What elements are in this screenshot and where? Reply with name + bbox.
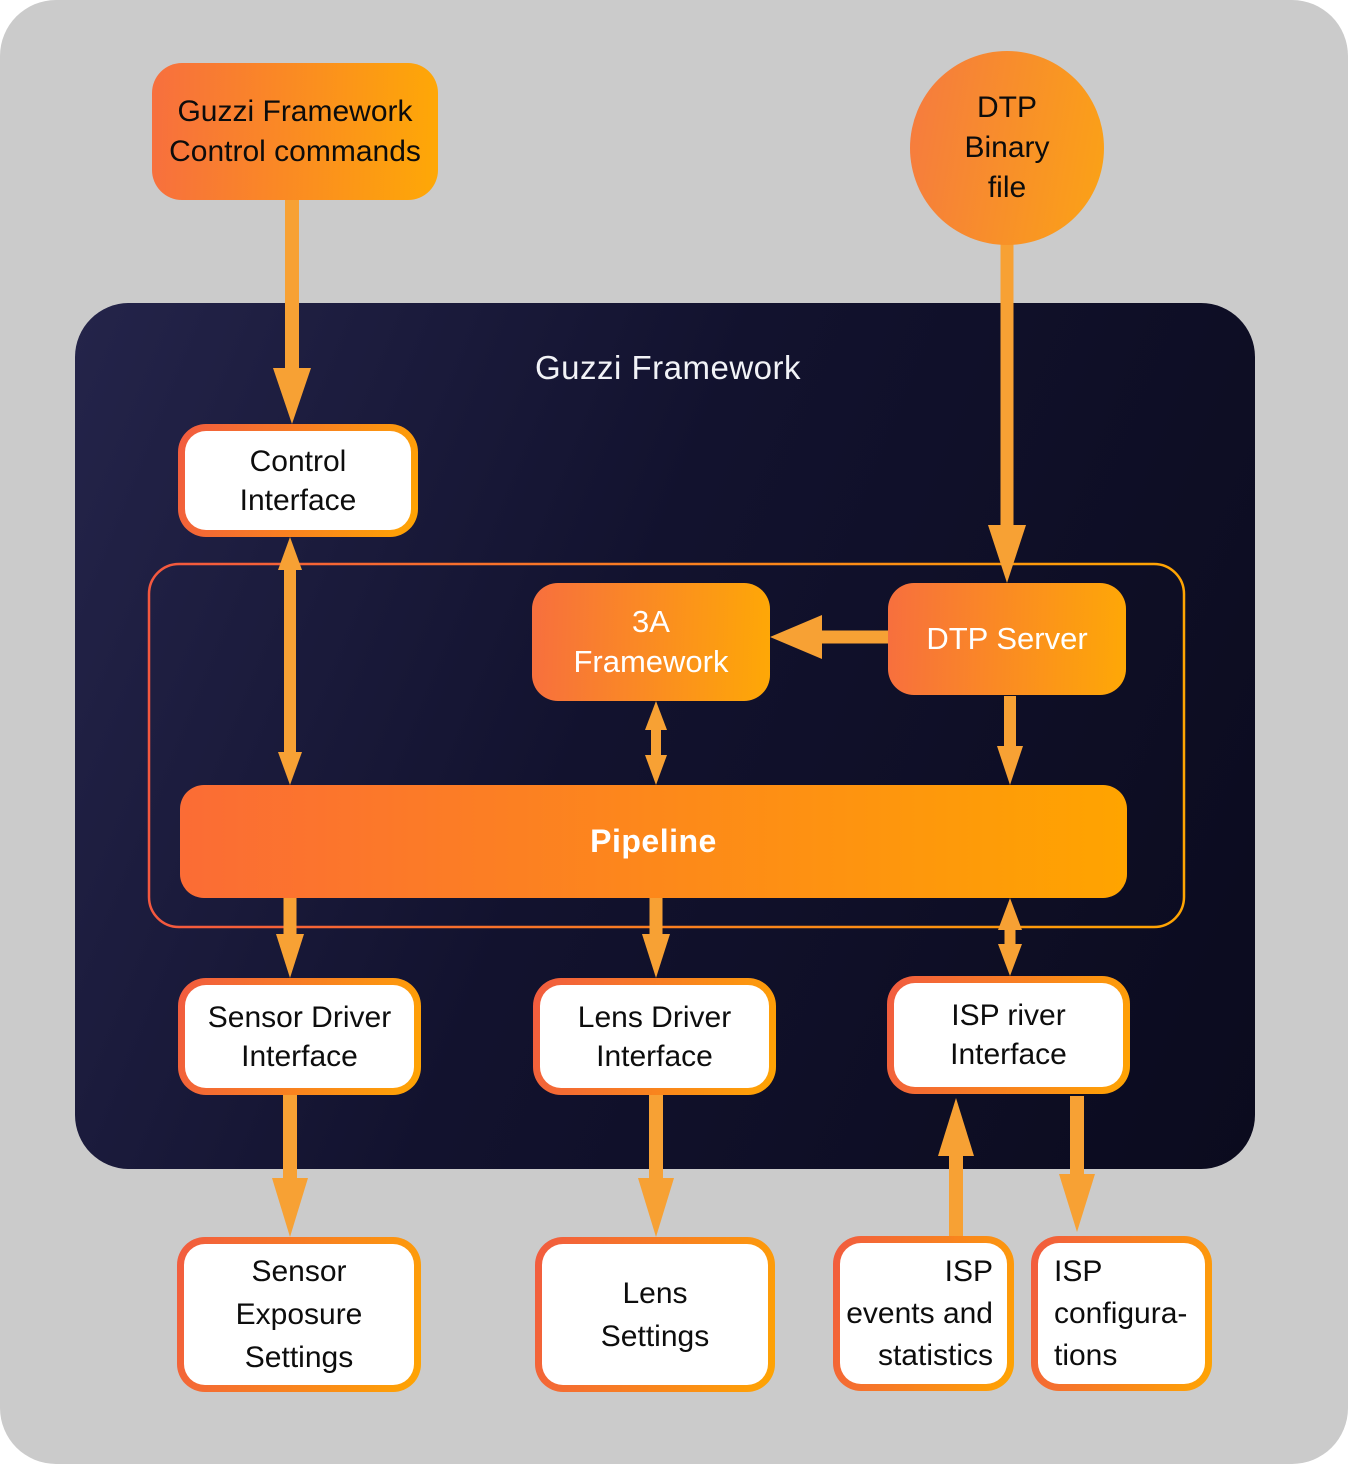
node-label-line: file	[987, 171, 1027, 204]
node-dtp-server: DTP Server	[888, 583, 1126, 695]
node-label-line: Interface	[950, 1038, 1067, 1071]
node-lens-settings: Lens Settings	[535, 1237, 775, 1392]
node-label-line: ISP	[944, 1254, 993, 1288]
framework-panel-title: Guzzi Framework	[534, 349, 802, 386]
node-label-line: Interface	[239, 483, 357, 517]
node-label-line: Settings	[244, 1341, 354, 1374]
node-label-line: Lens Driver	[577, 1000, 732, 1034]
node-label-line: ISP	[1054, 1254, 1103, 1288]
node-guzzi-control-commands: Guzzi Framework Control commands	[152, 63, 438, 200]
node-3a-framework: 3A Framework	[532, 583, 770, 701]
node-label-line: Framework	[573, 644, 729, 679]
node-label-line: Settings	[600, 1319, 710, 1353]
node-sensor-driver-interface: Sensor Driver Interface	[178, 978, 421, 1095]
node-label-line: tions	[1054, 1338, 1118, 1372]
node-sensor-exposure-settings: Sensor Exposure Settings	[177, 1237, 421, 1392]
node-label-line: Control	[249, 444, 347, 478]
node-pipeline: Pipeline	[180, 785, 1127, 898]
node-label-line: Interface	[241, 1039, 358, 1073]
node-label-line: events and	[846, 1296, 993, 1330]
node-label-line: configura-	[1054, 1296, 1188, 1330]
node-label-line: Pipeline	[590, 823, 717, 859]
node-label-line: DTP Server	[926, 621, 1088, 656]
node-label-line: statistics	[877, 1338, 993, 1372]
node-dtp-binary-file: DTP Binary file	[910, 51, 1104, 245]
node-label-line: DTP	[977, 91, 1037, 124]
node-label-line: Sensor Driver	[207, 1000, 392, 1034]
node-isp-configurations: ISP configura- tions	[1031, 1236, 1212, 1391]
node-label-line: Interface	[596, 1039, 713, 1073]
node-label-line: Sensor	[251, 1255, 347, 1288]
node-lens-driver-interface: Lens Driver Interface	[533, 978, 776, 1095]
node-isp-river-interface: ISP river Interface	[887, 976, 1130, 1094]
node-control-interface: Control Interface	[178, 424, 418, 537]
node-label-line: 3A	[632, 604, 670, 639]
node-label-line: Lens	[622, 1276, 688, 1310]
node-label-line: Binary	[964, 131, 1050, 164]
node-label-line: ISP river	[951, 999, 1066, 1032]
node-label-line: Guzzi Framework	[177, 94, 413, 128]
node-label-line: Control commands	[169, 134, 421, 168]
node-isp-events-statistics: ISP events and statistics	[833, 1236, 1014, 1391]
node-label-line: Exposure	[235, 1298, 363, 1331]
